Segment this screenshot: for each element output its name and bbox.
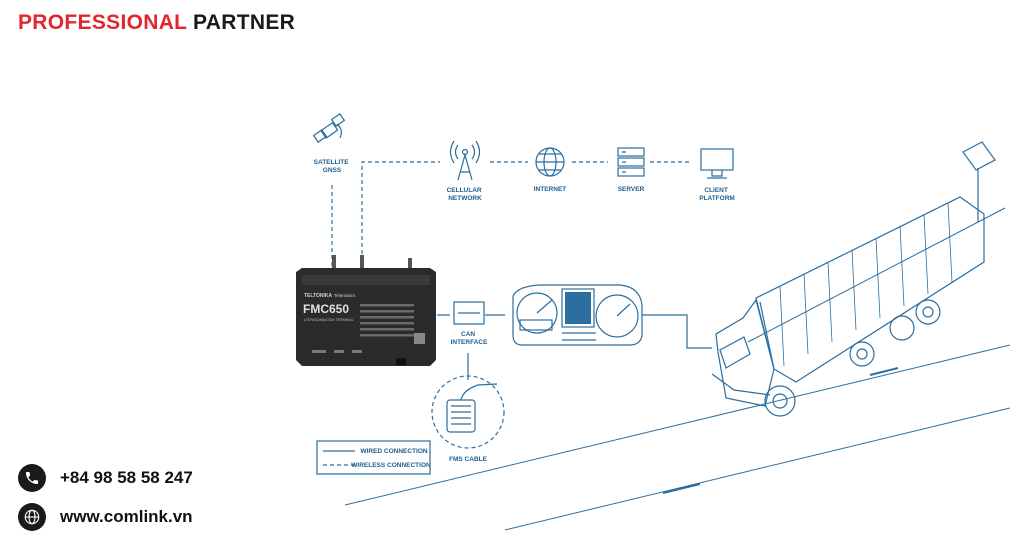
cellular-label-line1: CELLULAR <box>447 187 482 194</box>
brand-title-red: PROFESSIONAL <box>18 11 187 34</box>
globe-icon <box>535 147 565 177</box>
cellular-tower-icon <box>449 140 481 181</box>
phone-number[interactable]: +84 98 58 58 247 <box>60 468 193 487</box>
can-label-line2: INTERFACE <box>451 339 489 346</box>
dashboard-cluster-icon <box>512 284 643 346</box>
fms-cable-label: FMS CABLE <box>449 456 488 463</box>
satellite-icon <box>312 113 346 143</box>
phone-icon <box>18 464 46 492</box>
client-label-line2: PLATFORM <box>699 195 735 202</box>
client-label: CLIENT PLATFORM <box>699 187 735 202</box>
road-dash <box>662 367 899 494</box>
road-line <box>747 207 1006 343</box>
server-icon <box>617 147 645 177</box>
can-label: CAN INTERFACE <box>451 331 489 346</box>
satellite-label-line2: GNSS <box>323 167 342 174</box>
legend-wired-label: WIRED CONNECTION <box>360 448 427 455</box>
brand-title-dark: PARTNER <box>193 11 296 34</box>
legend-wireless-label: WIRELESS CONNECTION <box>351 462 431 469</box>
globe-icon <box>18 503 46 531</box>
device-subtitle: LTE/WCDMA/GSM TERMINAL <box>304 318 354 322</box>
client-label-line1: CLIENT <box>704 187 728 194</box>
phone-contact: +84 98 58 58 247 <box>18 464 193 492</box>
device-brand: TELTONIKA <box>304 293 333 299</box>
fmc650-device: TELTONIKA Telematics FMC650 LTE/WCDMA/GS… <box>296 255 436 366</box>
website-contact: www.comlink.vn <box>18 503 193 531</box>
can-interface-icon <box>453 301 485 325</box>
wired-link <box>437 314 712 349</box>
cellular-label-line2: NETWORK <box>448 195 482 202</box>
internet-label: INTERNET <box>534 186 567 193</box>
website-link[interactable]: www.comlink.vn <box>60 507 193 526</box>
satellite-label-line1: SATELLITE <box>314 159 350 166</box>
cellular-label: CELLULAR NETWORK <box>447 187 484 202</box>
lamp-post <box>962 141 996 222</box>
fms-cable-icon <box>431 375 505 449</box>
legend <box>316 440 431 475</box>
brand-title: PROFESSIONAL PARTNER <box>18 11 295 35</box>
device-model: FMC650 <box>303 302 349 316</box>
road-line <box>504 407 1011 531</box>
wireless-link <box>361 161 440 268</box>
road-line <box>344 344 1011 506</box>
server-label: SERVER <box>618 186 645 193</box>
monitor-icon <box>700 148 734 179</box>
device-brand-sub: Telematics <box>334 293 356 298</box>
can-label-line1: CAN <box>461 331 475 338</box>
satellite-label: SATELLITE GNSS <box>314 159 351 174</box>
truck-illustration <box>711 196 985 417</box>
